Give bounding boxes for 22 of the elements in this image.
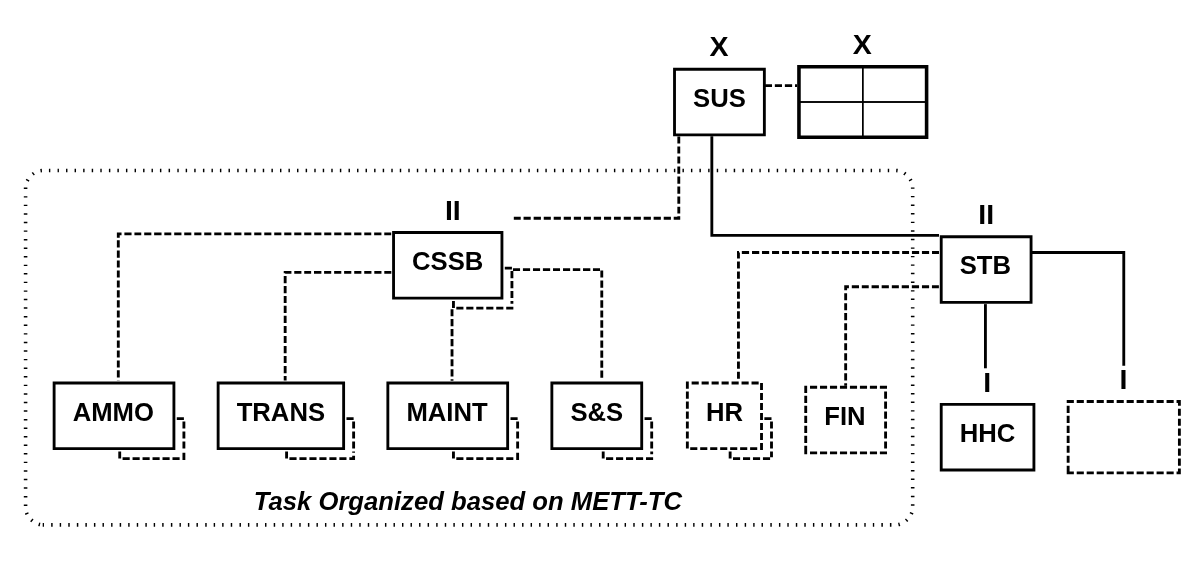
node-label: II [978, 197, 995, 230]
node-box: FIN [804, 385, 887, 454]
connector [512, 267, 604, 380]
connector [512, 135, 681, 220]
node-label: II [444, 193, 461, 226]
connector [450, 308, 454, 381]
connector [710, 135, 939, 237]
node-label: I [983, 365, 992, 398]
connector [765, 83, 798, 87]
node-label: I [1119, 362, 1128, 395]
node-label: X [709, 29, 729, 62]
node-label: X [852, 27, 872, 60]
connector [116, 232, 392, 381]
node-box: STB [939, 234, 1033, 304]
connector [844, 284, 939, 386]
connector [1031, 250, 1126, 366]
connector [737, 250, 939, 381]
node-box: SUS [673, 67, 766, 136]
node-box: HHC [939, 402, 1036, 471]
connector [984, 303, 987, 368]
connector [283, 270, 392, 380]
node-box [1066, 399, 1181, 474]
